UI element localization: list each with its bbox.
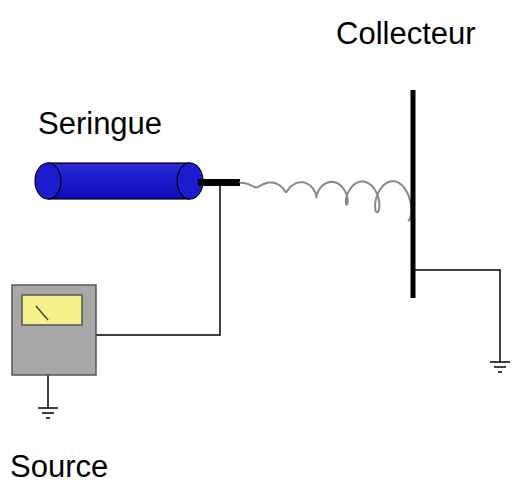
syringe-label: Seringue <box>38 108 162 139</box>
source-box <box>12 285 96 375</box>
collector-label: Collecteur <box>336 18 476 49</box>
wire <box>47 375 49 408</box>
ground-symbol <box>38 408 58 418</box>
source-label: Source <box>10 451 108 482</box>
fiber-jet <box>240 181 411 221</box>
collector-plate <box>411 90 416 298</box>
wire <box>96 184 220 335</box>
ground-symbol <box>490 362 510 372</box>
syringe <box>35 163 240 199</box>
wire <box>413 270 500 362</box>
